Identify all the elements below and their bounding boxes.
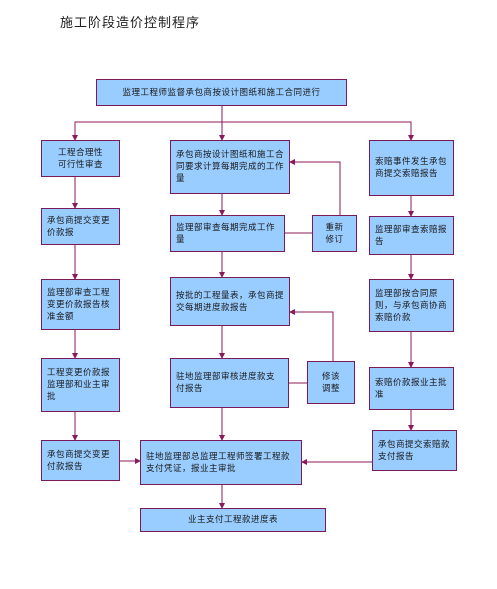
- claim-report-box: 索赔事件发生承包商提交索赔报告: [369, 140, 454, 196]
- submit-change-price-box: 承包商提交变更价款报: [41, 208, 120, 245]
- box-label: 工程变更价款报监理部和业主审批: [47, 368, 111, 402]
- box-label: 承包商提交变更付款报告: [47, 449, 111, 472]
- box-label: 驻地监理部总监理工程师签署工程款支付凭证，报业主审批: [146, 451, 291, 474]
- box-label: 业主支付工程款进度表: [187, 515, 278, 525]
- review-change-price-box: 监理部审查工程变更价款报告核准金额: [41, 279, 120, 330]
- box-label: 驻地监理部审核进度款支付报告: [176, 372, 276, 394]
- audit-progress-payment-box: 驻地监理部审核进度款支付报告: [170, 358, 289, 408]
- box-label: 承包商提交索赔款支付报告: [378, 439, 451, 462]
- box-label: 监理工程师监督承包商按设计图纸和施工合同进行: [122, 87, 321, 98]
- page-title: 施工阶段造价控制程序: [60, 16, 201, 31]
- supervision-start-box: 监理工程师监督承包商按设计图纸和施工合同进行: [96, 79, 347, 106]
- review-workload-box: 监理部审查每期完成工作量: [170, 215, 285, 252]
- box-label: 监理部审查索赔报告: [375, 224, 448, 247]
- submit-claim-payment-box: 承包商提交索赔款支付报告: [372, 430, 457, 471]
- submit-change-payment-box: 承包商提交变更付款报告: [41, 440, 120, 481]
- feasibility-review-box: 工程合理性 可行性审查: [41, 140, 120, 177]
- box-label: 索赔价款报业主批准: [375, 377, 448, 400]
- owner-payment-box: 业主支付工程款进度表: [140, 508, 326, 532]
- submit-progress-payment-box: 按批的工程量表，承包商提交每期进度款报告: [170, 277, 290, 326]
- calculate-workload-box: 承包商按设计图纸和施工合同要求计算每期完成的工作量: [170, 140, 290, 194]
- change-price-approval-box: 工程变更价款报监理部和业主审批: [41, 358, 120, 412]
- box-label: 索赔事件发生承包商提交索赔报告: [375, 157, 448, 179]
- box-label: 承包商按设计图纸和施工合同要求计算每期完成的工作量: [176, 150, 285, 184]
- box-label: 监理部审查工程变更价款报告核准金额: [47, 287, 111, 322]
- box-label: 按批的工程量表，承包商提交每期进度款报告: [176, 290, 285, 313]
- revise-box: 重新 修订: [312, 215, 357, 252]
- adjust-box: 修该 调整: [307, 361, 355, 404]
- box-label: 重新 修订: [325, 222, 344, 245]
- negotiate-claim-box: 监理部按合同原则，与承包商协商索赔价款: [369, 279, 454, 332]
- claim-approval-box: 索赔价款报业主批准: [369, 367, 454, 410]
- review-claim-box: 监理部审查索赔报告: [369, 216, 454, 255]
- box-label: 承包商提交变更价款报: [47, 215, 111, 238]
- chief-engineer-sign-box: 驻地监理部总监理工程师签署工程款支付凭证，报业主审批: [140, 440, 302, 485]
- box-label: 监理部按合同原则，与承包商协商索赔价款: [375, 288, 448, 323]
- box-label: 修该 调整: [321, 371, 340, 394]
- box-label: 工程合理性 可行性审查: [57, 147, 103, 170]
- box-label: 监理部审查每期完成工作量: [176, 222, 276, 245]
